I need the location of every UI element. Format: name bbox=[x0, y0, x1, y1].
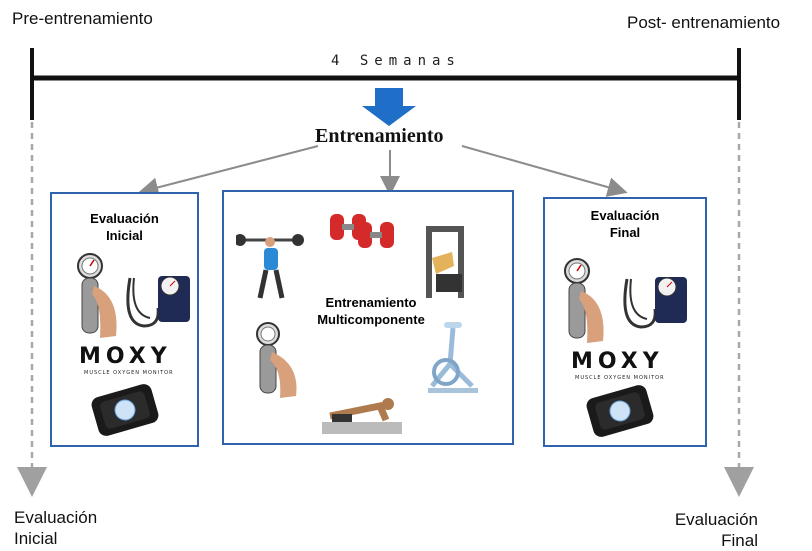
post-training-label: Post- entrenamiento bbox=[627, 13, 781, 32]
moxy-logo: MOXY bbox=[79, 344, 172, 369]
training-title: Entrenamiento bbox=[315, 125, 444, 147]
bottom-right-line2: Final bbox=[721, 531, 758, 550]
sphygmomanometer-icon-2 bbox=[623, 277, 687, 329]
moxy-subtitle: MUSCLE OXYGEN MONITOR bbox=[84, 370, 174, 376]
initial-title-line2: Inicial bbox=[106, 228, 143, 243]
pre-training-label: Pre-entrenamiento bbox=[12, 9, 153, 28]
bottom-left-line2: Inicial bbox=[14, 529, 58, 548]
final-title-line1: Evaluación bbox=[590, 208, 660, 223]
blue-down-arrow bbox=[362, 88, 416, 126]
bottom-right-label: Evaluación Final bbox=[662, 509, 758, 551]
connector-right bbox=[461, 145, 628, 197]
final-title-line2: Final bbox=[609, 225, 641, 240]
hand-dynamometer-icon-3 bbox=[564, 258, 604, 343]
weeks-label: 4 Semanas bbox=[331, 53, 461, 69]
bottom-left-line1: Evaluación bbox=[14, 508, 98, 527]
moxy-logo-2: MOXY bbox=[571, 349, 664, 374]
training-box: Entrenamiento Multicomponente bbox=[222, 190, 514, 445]
bottom-right-line1: Evaluación bbox=[674, 510, 758, 529]
initial-box-title: Evaluación Inicial bbox=[52, 210, 197, 244]
dumbbells-icon bbox=[330, 214, 394, 248]
training-box-title: Entrenamiento Multicomponente bbox=[286, 294, 456, 328]
moxy-device-icon-2 bbox=[586, 385, 654, 437]
moxy-subtitle-2: MUSCLE OXYGEN MONITOR bbox=[575, 375, 665, 381]
hand-dynamometer-icon bbox=[77, 253, 117, 338]
initial-title-line1: Evaluación bbox=[90, 211, 159, 226]
final-evaluation-box: Evaluación Final MOXY MUSCLE OXYGEN MONI… bbox=[543, 197, 707, 447]
initial-evaluation-box: Evaluación Inicial MOXY MUSCLE OXYGEN MO… bbox=[50, 192, 199, 447]
stationary-bike-icon bbox=[428, 322, 478, 393]
bottom-left-label: Evaluación Inicial bbox=[14, 507, 97, 549]
training-title-line1: Entrenamiento bbox=[325, 295, 417, 310]
weightlifter-icon bbox=[236, 234, 304, 299]
training-title-line2: Multicomponente bbox=[317, 312, 425, 327]
gym-machine-icon bbox=[426, 226, 464, 298]
moxy-device-icon bbox=[91, 384, 159, 436]
hand-dynamometer-icon-2 bbox=[256, 322, 297, 398]
sphygmomanometer-icon bbox=[126, 276, 190, 328]
connector-left bbox=[138, 145, 319, 198]
plank-exercise-icon bbox=[322, 398, 402, 434]
final-box-title: Evaluación Final bbox=[545, 207, 705, 241]
